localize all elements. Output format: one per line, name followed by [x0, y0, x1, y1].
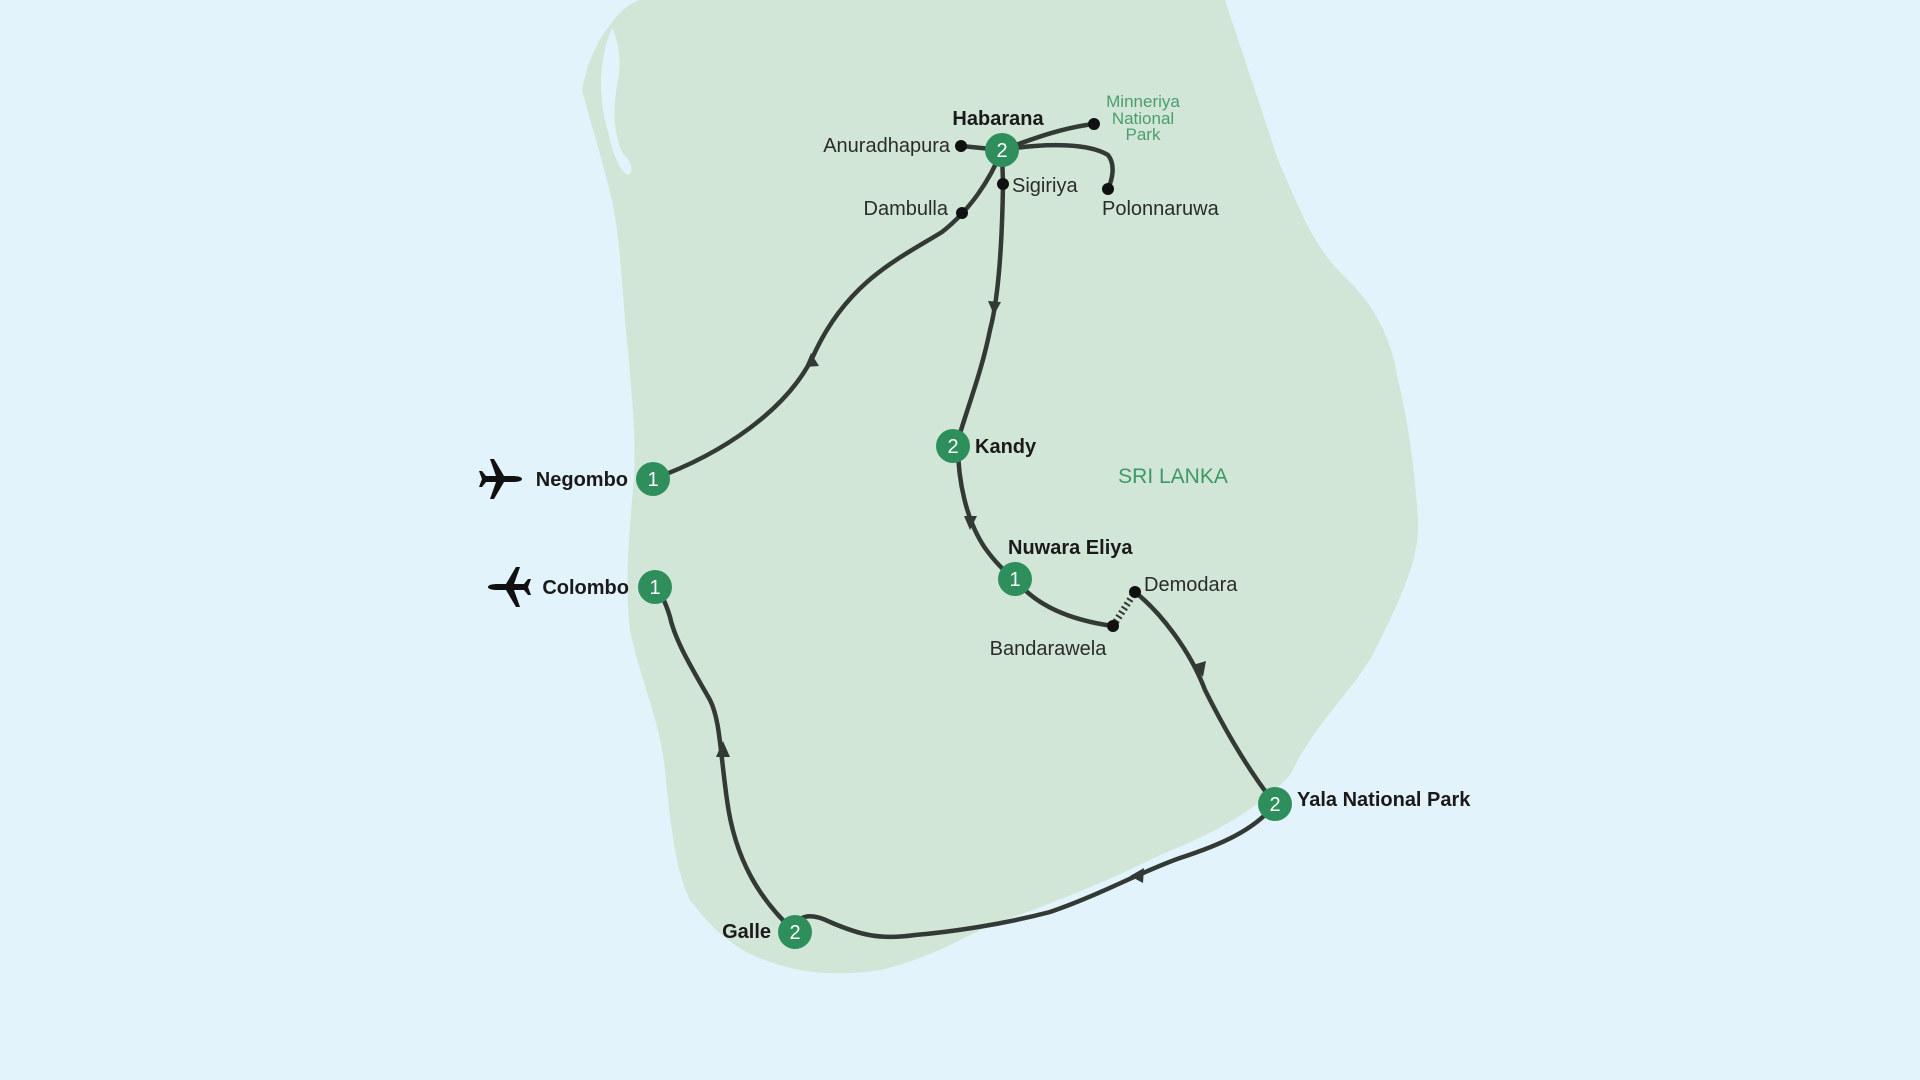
polonnaruwa-dot — [1102, 183, 1114, 195]
label-sigiriya: Sigiriya — [1012, 175, 1078, 197]
stop-nuwara-eliya: 1 — [998, 562, 1032, 596]
anuradhapura-dot — [955, 140, 967, 152]
route-demodara-yala — [1132, 589, 1278, 807]
route-galle-colombo — [652, 584, 798, 935]
stop-nights: 1 — [1009, 569, 1020, 591]
direction-arrow — [716, 741, 730, 757]
route-yala-galle — [792, 801, 1278, 940]
stop-marker — [1258, 787, 1292, 821]
demodara-dot — [1129, 586, 1141, 598]
airplane-icon — [479, 459, 522, 499]
label-bandarawela: Bandarawela — [990, 638, 1108, 660]
direction-arrow — [1193, 661, 1206, 677]
stop-marker — [998, 562, 1032, 596]
stop-marker — [638, 570, 672, 604]
stop-nights: 2 — [1269, 794, 1280, 816]
direction-arrows — [716, 301, 1206, 883]
label-minneriya-line2: National — [1112, 109, 1174, 128]
stop-marker — [936, 429, 970, 463]
airplane-icon — [488, 567, 531, 607]
label-kandy: Kandy — [975, 436, 1037, 458]
direction-arrow — [964, 516, 977, 530]
direction-arrow — [805, 353, 819, 367]
train-segment — [1110, 590, 1138, 628]
stop-nights: 1 — [647, 469, 658, 491]
stop-marker — [778, 915, 812, 949]
label-polonnaruwa: Polonnaruwa — [1102, 198, 1220, 220]
route-negombo-habarana — [650, 147, 1005, 482]
label-dambulla: Dambulla — [864, 198, 949, 220]
dambulla-dot — [956, 207, 968, 219]
bandarawela-dot — [1107, 620, 1119, 632]
stop-galle: 2 — [778, 915, 812, 949]
minneriya-dot — [1088, 118, 1100, 130]
stop-nights: 1 — [649, 577, 660, 599]
route — [650, 121, 1278, 940]
direction-arrow — [988, 301, 1001, 315]
sigiriya-dot — [997, 178, 1009, 190]
country-label: SRI LANKA — [1118, 465, 1228, 488]
route-habarana-kandy — [955, 181, 1006, 443]
label-habarana: Habarana — [952, 108, 1044, 130]
place-dots — [955, 118, 1141, 632]
stop-nights: 2 — [947, 436, 958, 458]
stop-marker — [636, 462, 670, 496]
route-habarana-polonnaruwa — [999, 142, 1115, 192]
label-minneriya-line1: Minneriya — [1106, 92, 1180, 111]
stop-colombo: 1 — [638, 570, 672, 604]
label-minneriya-line3: Park — [1126, 125, 1161, 144]
jaffna-lagoon — [600, 28, 632, 175]
stop-negombo: 1 — [636, 462, 670, 496]
stop-kandy: 2 — [936, 429, 970, 463]
direction-arrow — [1130, 868, 1144, 883]
stop-yala: 2 — [1258, 787, 1292, 821]
label-yala: Yala National Park — [1297, 789, 1471, 811]
stop-habarana: 2 — [985, 133, 1019, 167]
label-galle: Galle — [722, 921, 771, 943]
stop-nights: 2 — [996, 140, 1007, 162]
label-colombo: Colombo — [542, 577, 629, 599]
label-demodara: Demodara — [1144, 574, 1238, 596]
label-anuradhapura: Anuradhapura — [823, 135, 951, 157]
label-negombo: Negombo — [536, 469, 628, 491]
stop-marker — [985, 133, 1019, 167]
sri-lanka-landmass — [582, 0, 1419, 974]
stop-nights: 2 — [789, 922, 800, 944]
label-nuwara-eliya: Nuwara Eliya — [1008, 537, 1133, 559]
